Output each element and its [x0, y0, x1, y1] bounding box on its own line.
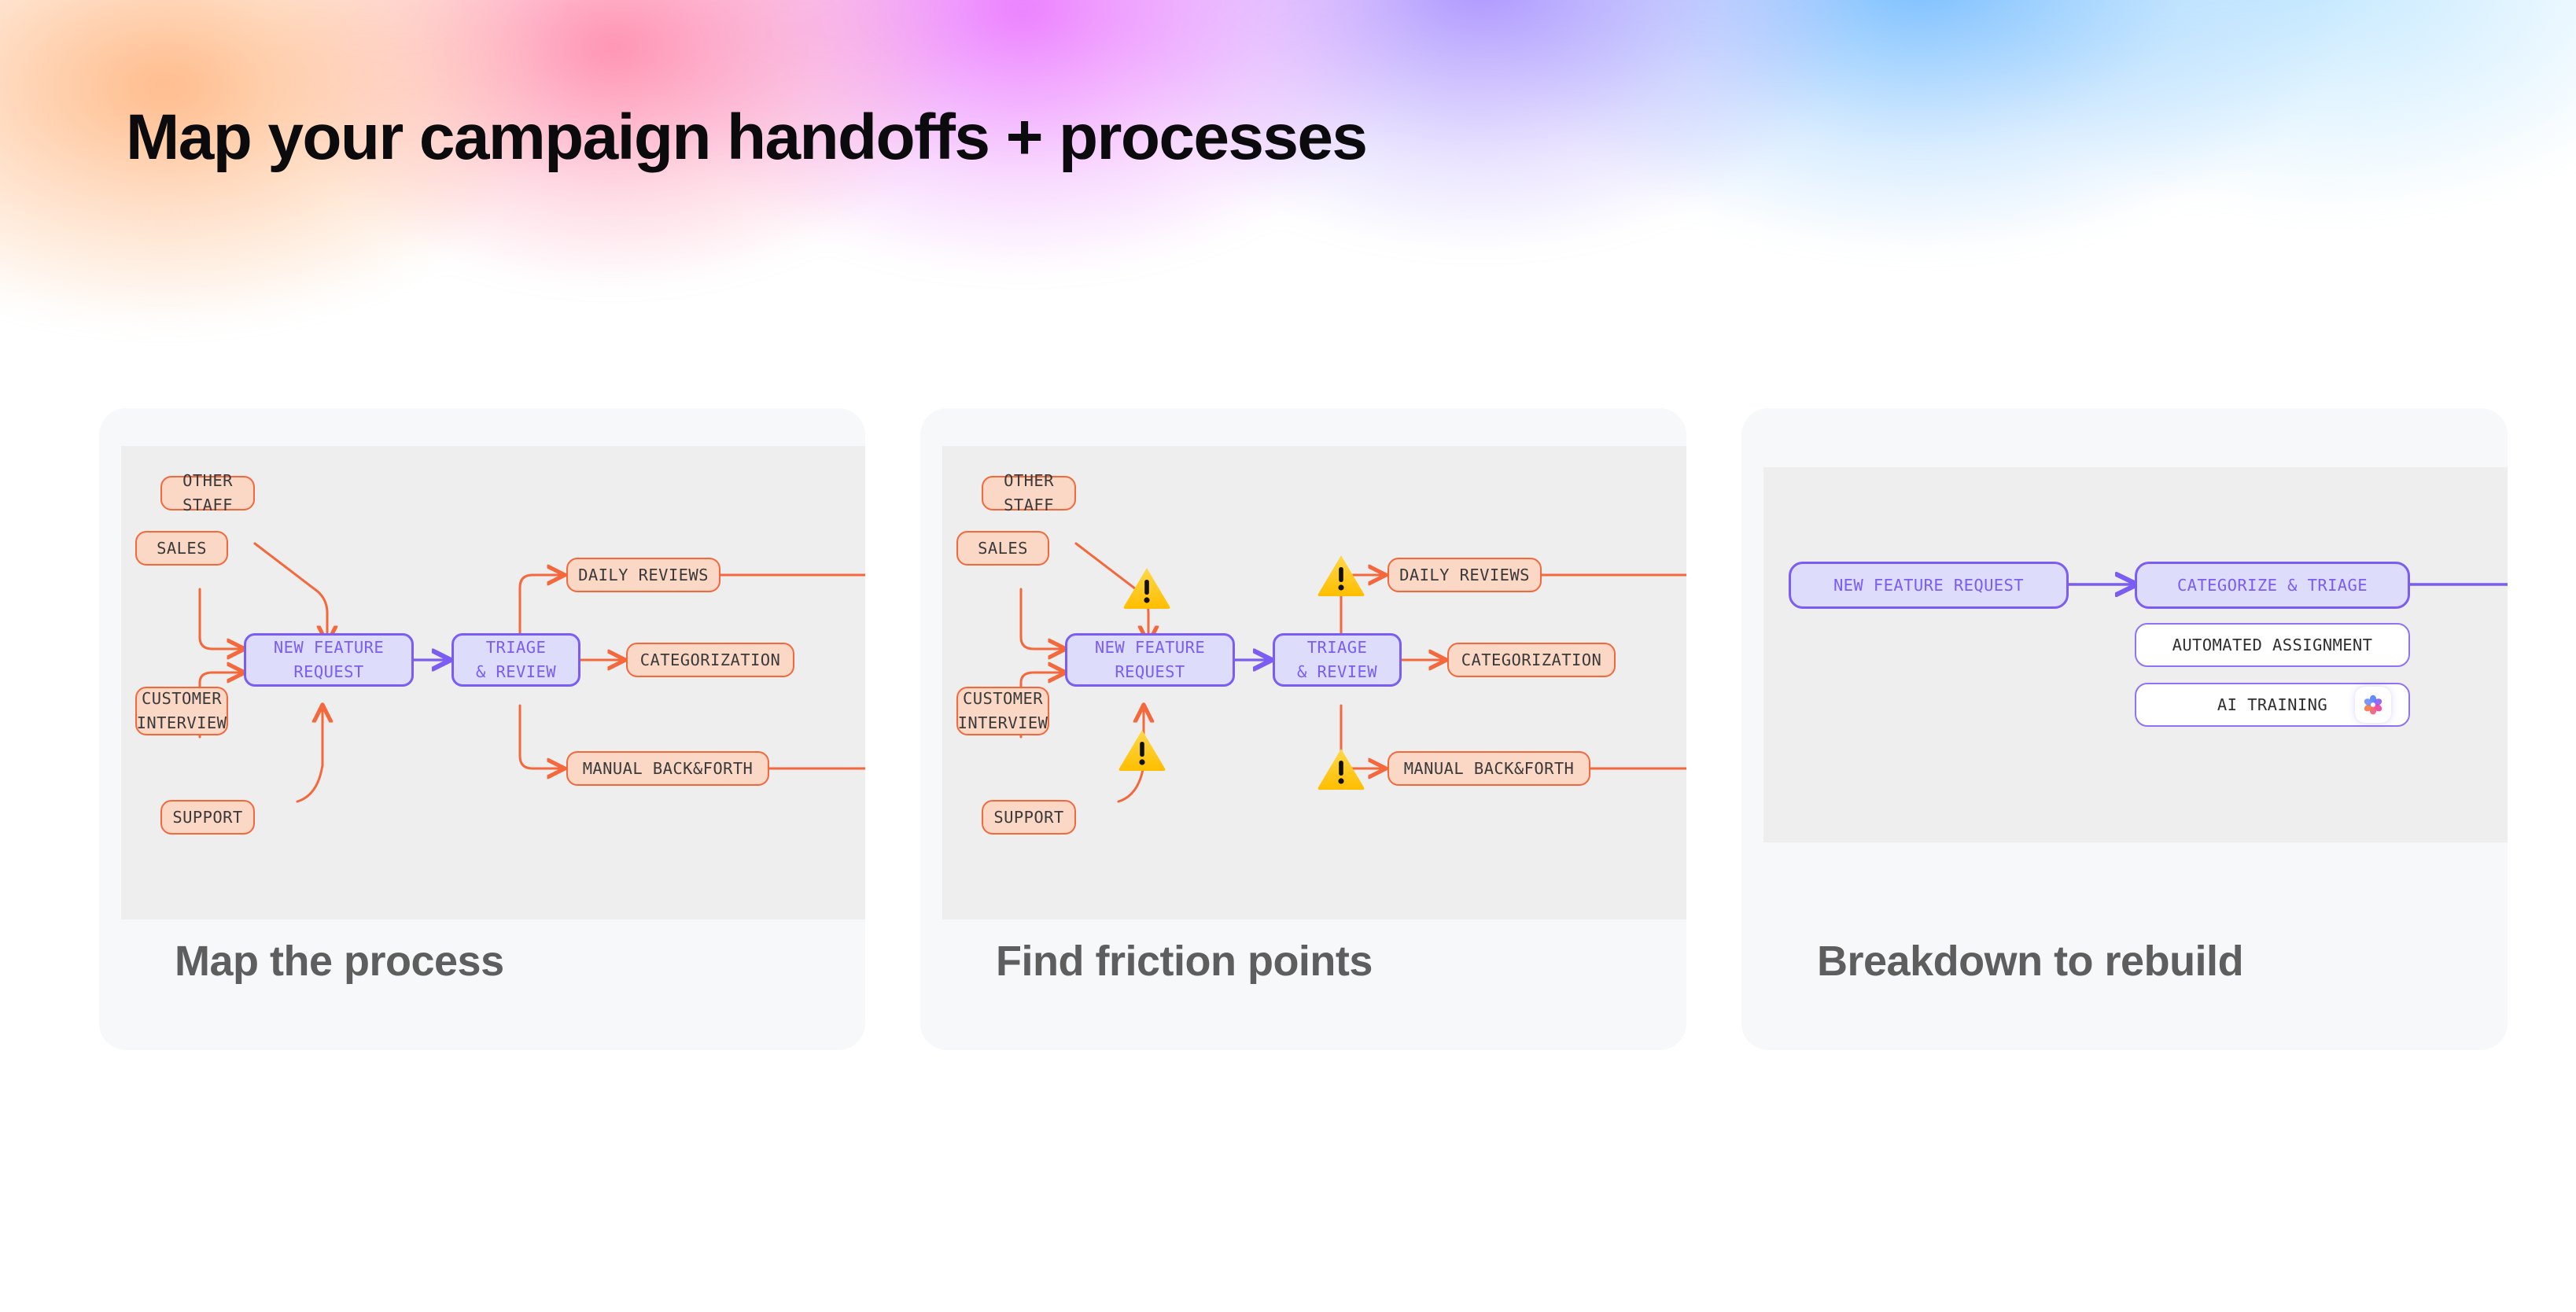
card-title-map-the-process: Map the process: [175, 938, 504, 985]
node-triage-and-review[interactable]: TRIAGE & REVIEW: [451, 633, 580, 687]
node-new-feature-request[interactable]: NEW FEATURE REQUEST: [244, 633, 414, 687]
card-breakdown-to-rebuild[interactable]: NEW FEATURE REQUEST CATEGORIZE & TRIAGE …: [1741, 408, 2508, 1050]
flow-canvas-find-friction-points: OTHER STAFF SALES CUSTOMER INTERVIEW SUP…: [942, 446, 1686, 920]
node-categorization[interactable]: CATEGORIZATION: [626, 643, 794, 677]
node-sales[interactable]: SALES: [956, 531, 1049, 566]
warning-triangle-icon: [1118, 728, 1166, 772]
warning-triangle-icon: [1317, 746, 1365, 791]
node-automated-assignment[interactable]: AUTOMATED ASSIGNMENT: [2135, 623, 2410, 667]
node-new-feature-request[interactable]: NEW FEATURE REQUEST: [1065, 633, 1235, 687]
node-other-staff[interactable]: OTHER STAFF: [160, 471, 255, 514]
card-title-find-friction-points: Find friction points: [996, 938, 1373, 985]
node-sales[interactable]: SALES: [135, 531, 228, 566]
node-customer-interview[interactable]: CUSTOMER INTERVIEW: [135, 687, 228, 735]
flow-canvas-map-the-process: OTHER STAFF SALES CUSTOMER INTERVIEW SUP…: [121, 446, 865, 920]
node-new-feature-request[interactable]: NEW FEATURE REQUEST: [1789, 562, 2069, 609]
node-manual-back-and-forth[interactable]: MANUAL BACK&FORTH: [566, 751, 769, 786]
node-manual-back-and-forth[interactable]: MANUAL BACK&FORTH: [1388, 751, 1590, 786]
node-categorize-and-triage[interactable]: CATEGORIZE & TRIAGE: [2135, 562, 2410, 609]
node-other-staff[interactable]: OTHER STAFF: [982, 471, 1076, 514]
node-customer-interview[interactable]: CUSTOMER INTERVIEW: [956, 687, 1049, 735]
node-triage-and-review[interactable]: TRIAGE & REVIEW: [1273, 633, 1402, 687]
card-find-friction-points[interactable]: OTHER STAFF SALES CUSTOMER INTERVIEW SUP…: [920, 408, 1686, 1050]
node-support[interactable]: SUPPORT: [982, 800, 1076, 835]
card-title-breakdown-to-rebuild: Breakdown to rebuild: [1817, 938, 2244, 985]
flow-canvas-breakdown-to-rebuild: NEW FEATURE REQUEST CATEGORIZE & TRIAGE …: [1763, 467, 2508, 842]
warning-triangle-icon: [1317, 553, 1365, 597]
flow-connectors: [2067, 467, 2508, 842]
background-gradient: [0, 0, 2576, 362]
node-daily-reviews[interactable]: DAILY REVIEWS: [566, 558, 720, 592]
flow-connectors: [198, 542, 865, 803]
page-title: Map your campaign handoffs + processes: [126, 101, 1368, 173]
ai-sparkle-icon[interactable]: [2355, 687, 2391, 723]
card-map-the-process[interactable]: OTHER STAFF SALES CUSTOMER INTERVIEW SUP…: [99, 408, 865, 1050]
node-support[interactable]: SUPPORT: [160, 800, 255, 835]
node-categorization[interactable]: CATEGORIZATION: [1447, 643, 1616, 677]
cards-row: OTHER STAFF SALES CUSTOMER INTERVIEW SUP…: [99, 408, 2508, 1050]
warning-triangle-icon: [1122, 566, 1171, 610]
node-daily-reviews[interactable]: DAILY REVIEWS: [1388, 558, 1542, 592]
